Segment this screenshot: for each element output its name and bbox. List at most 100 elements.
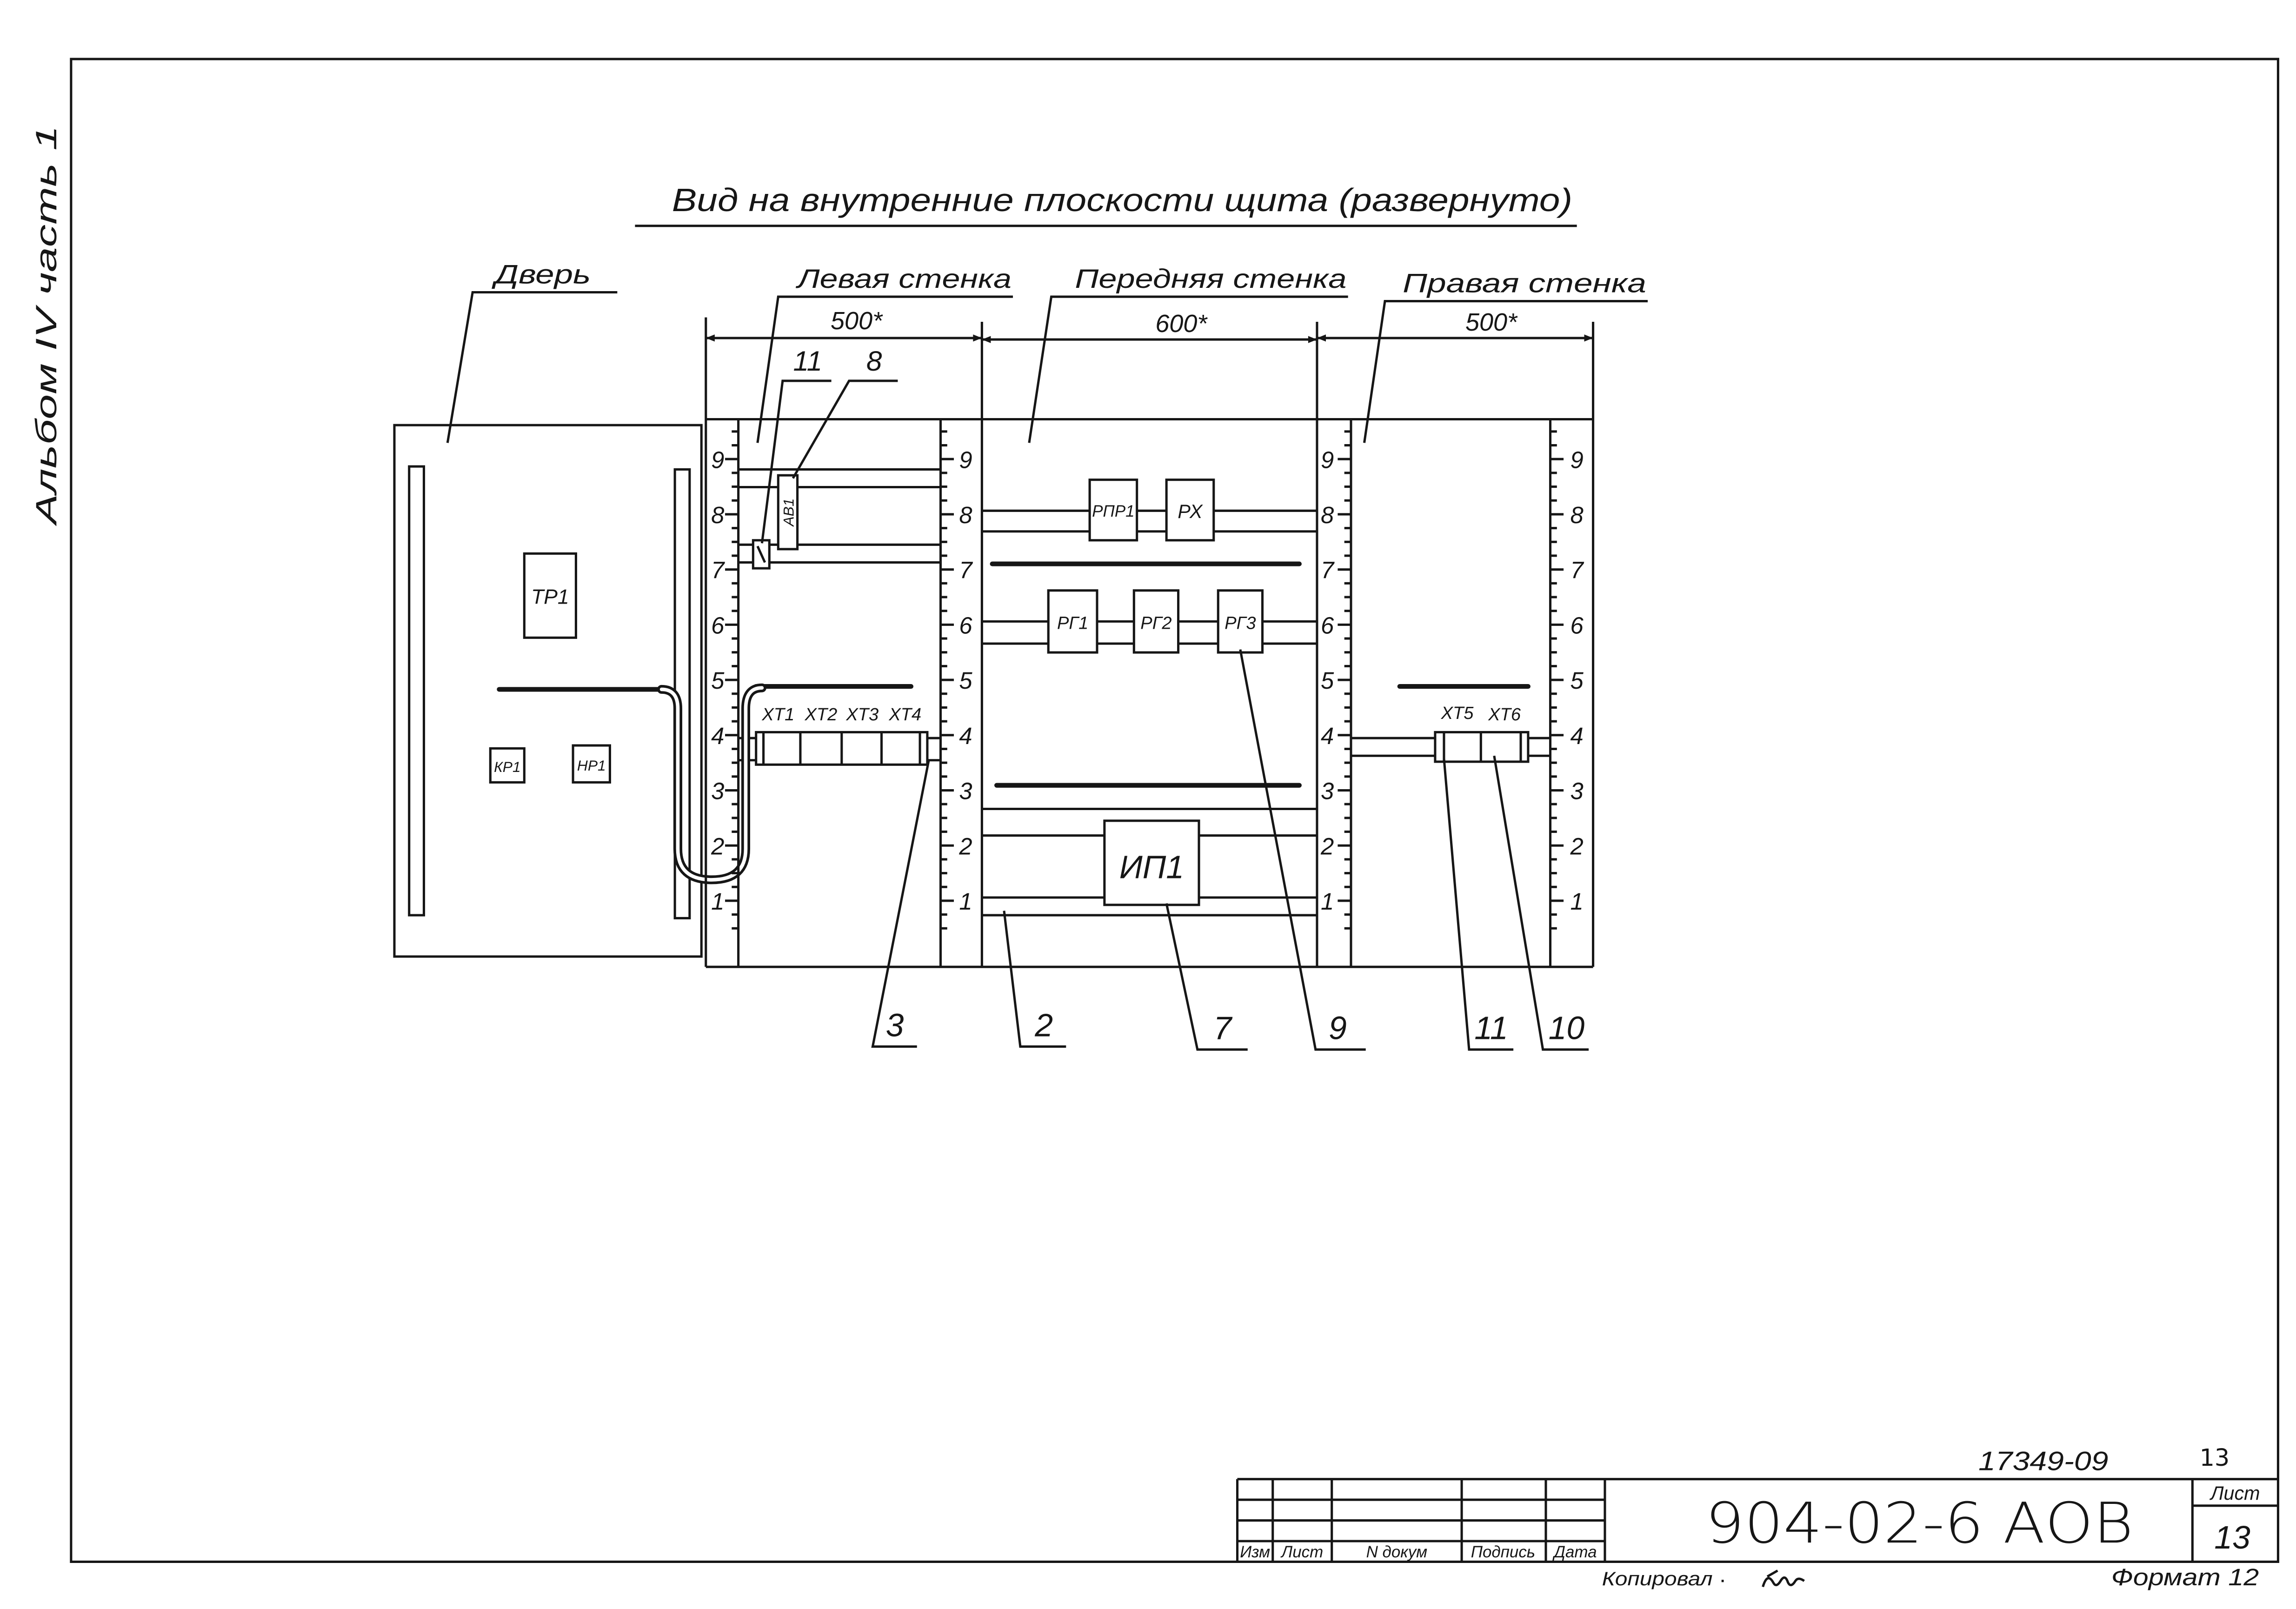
scale-label: 4 — [1321, 723, 1334, 749]
terminal-xt6-label: ХТ6 — [1488, 705, 1521, 725]
door: ТР1 КР1 НР1 — [393, 424, 703, 958]
position-mark-leader — [760, 379, 832, 544]
scale-label: 1 — [1321, 888, 1334, 915]
device-kp1-label: КР1 — [494, 758, 521, 775]
callout-left-wall-label: Левая стенка — [795, 264, 1012, 294]
drawing-title: Вид на внутренние плоскости щита (развер… — [635, 182, 1577, 227]
callout-right-wall-leader — [1363, 300, 1648, 443]
position-mark-label: 9 — [1329, 1010, 1347, 1046]
panel-outline — [705, 418, 1593, 968]
device-rx-label: РХ — [1178, 501, 1203, 522]
scale-label: 7 — [1321, 557, 1335, 584]
column-label-sheet: Лист — [1280, 1543, 1323, 1561]
door-cable-inner — [659, 686, 764, 882]
scale-label: 3 — [711, 778, 724, 804]
position-mark-label: 11 — [1474, 1010, 1508, 1046]
scale-label: 5 — [959, 667, 972, 694]
right-wall: ХТ5 ХТ6 — [1351, 684, 1551, 763]
position-mark-leader — [1493, 755, 1589, 1051]
device-hp1-box — [572, 744, 612, 784]
archive-number: 17349-09 — [1978, 1447, 2108, 1476]
position-mark-label: 2 — [1034, 1007, 1053, 1043]
front-wall: РПР1 РХ РГ1 РГ2 РГ3 ИП1 — [982, 479, 1317, 917]
scale-label: 2 — [1320, 833, 1334, 859]
position-mark-label: 10 — [1549, 1010, 1585, 1046]
scale-label: 2 — [711, 833, 724, 859]
copied-by-label: Копировал — [1602, 1568, 1713, 1589]
device-rg1-label: РГ1 — [1057, 613, 1088, 633]
device-tp1-box — [523, 552, 577, 639]
device-rg3-label: РГ3 — [1225, 613, 1256, 633]
device-av1-label: АВ1 — [780, 498, 797, 527]
device-rg2-box — [1132, 589, 1180, 654]
position-mark-leader — [792, 379, 898, 479]
position-mark-leader — [1239, 649, 1366, 1051]
left-wall: АВ1 ХТ1 ХТ2 ХТ3 ХТ4 — [738, 468, 941, 766]
callout-front-wall: Передняя стенка — [1028, 264, 1348, 443]
position-mark-7: 7 — [1165, 903, 1248, 1051]
scale-label: 3 — [1571, 778, 1584, 804]
terminal-xt4-label: ХТ4 — [888, 705, 921, 725]
callout-front-wall-leader — [1028, 295, 1348, 443]
copier-signature — [1721, 1569, 1805, 1588]
device-ip1-label: ИП1 — [1119, 849, 1184, 885]
sheet-number: 13 — [2214, 1519, 2250, 1556]
terminal-xt1-label: ХТ1 — [761, 705, 794, 725]
position-mark-label: 7 — [1213, 1010, 1232, 1046]
album-note: Альбом IV часть 1 — [30, 126, 63, 527]
device-av1-box — [777, 474, 799, 551]
callout-right-wall-label: Правая стенка — [1403, 269, 1646, 299]
sheet-corner-number: 13 — [2200, 1444, 2230, 1471]
position-mark-11-top: 11 — [760, 345, 832, 544]
callout-door-leader — [446, 291, 618, 443]
scale-label: 7 — [1571, 557, 1584, 584]
device-rpr1-box — [1088, 479, 1138, 542]
sheet-label: Лист — [2209, 1483, 2260, 1504]
scale-label: 4 — [1571, 723, 1584, 749]
position-mark-leader — [1165, 903, 1248, 1051]
scale-label: 1 — [711, 888, 724, 915]
position-mark-label: 3 — [886, 1007, 904, 1043]
device-rpr1-label: РПР1 — [1092, 502, 1134, 520]
scale-label: 2 — [1570, 833, 1584, 859]
scale-label: 8 — [1321, 502, 1334, 528]
column-label-signature: Подпись — [1471, 1543, 1535, 1561]
position-mark-leader — [1443, 758, 1514, 1051]
scale-label: 6 — [1571, 612, 1584, 638]
device-ip1-box — [1103, 819, 1200, 906]
scale-label: 5 — [1321, 667, 1334, 694]
device-rg2-label: РГ2 — [1140, 613, 1171, 633]
door-outline — [393, 424, 703, 958]
device-rg1-box — [1047, 589, 1098, 654]
dimension-right-wall: 500* — [1465, 308, 1518, 336]
device-rg3-box — [1217, 589, 1264, 654]
scale-label: 7 — [711, 557, 725, 584]
scale-label: 8 — [959, 502, 972, 528]
scale-label: 8 — [1571, 502, 1584, 528]
scale-label: 6 — [711, 612, 725, 638]
device-tp1-label: ТР1 — [531, 585, 569, 608]
scale-label: 3 — [1321, 778, 1334, 804]
scale-label: 9 — [711, 446, 724, 473]
position-mark-11-bottom: 11 — [1443, 758, 1514, 1051]
scale-label: 1 — [1571, 888, 1584, 915]
scale-label: 9 — [1321, 446, 1334, 473]
front-wall-scale-right: 9 8 7 6 5 4 3 2 1 — [1316, 419, 1352, 967]
position-mark-8: 8 — [792, 345, 898, 479]
callout-door-label: Дверь — [491, 259, 591, 289]
scale-label: 2 — [958, 833, 972, 859]
callout-right-wall: Правая стенка — [1363, 269, 1648, 443]
scale-label: 8 — [711, 502, 724, 528]
drawing-title-text: Вид на внутренние плоскости щита (развер… — [672, 182, 1572, 218]
scale-label: 6 — [1321, 612, 1334, 638]
column-label-doc-number: N докум — [1366, 1543, 1428, 1561]
scale-label: 7 — [959, 557, 973, 584]
dimension-front-wall: 600* — [1155, 310, 1208, 338]
scale-label: 3 — [959, 778, 972, 804]
device-hp1-label: НР1 — [577, 757, 606, 774]
terminal-xt5-label: ХТ5 — [1441, 704, 1474, 723]
